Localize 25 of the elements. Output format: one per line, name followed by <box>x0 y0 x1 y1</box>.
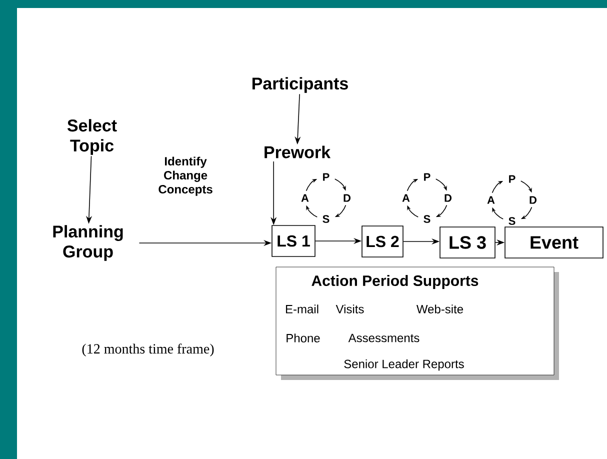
label: P <box>424 173 430 181</box>
label: S <box>322 215 330 223</box>
edge-label: Identify Change Concepts <box>158 156 212 196</box>
session-box: LS 1 <box>272 225 316 257</box>
stage-label: Planning Group <box>53 225 123 261</box>
label: S <box>424 215 430 223</box>
label: D <box>530 196 537 204</box>
label: P <box>509 175 516 183</box>
label: A <box>402 194 410 202</box>
label: A <box>487 196 495 204</box>
pdsa-cycle-drawing: P D S A <box>301 173 351 223</box>
stage-label: Prework <box>264 146 331 158</box>
session-box: LS 3 <box>440 226 496 258</box>
label: A <box>301 194 309 202</box>
session-box: Event <box>504 226 604 258</box>
label: P <box>323 173 330 181</box>
label: S <box>508 217 516 225</box>
label: D <box>344 194 351 202</box>
note-text: (12 months time frame) <box>82 344 214 356</box>
stage-label: Select Topic <box>67 119 117 155</box>
session-box: LS 2 <box>362 226 404 258</box>
pdsa-cycle-drawing: P D S A <box>487 175 537 225</box>
pdsa-cycle-drawing: P D S A <box>402 173 452 223</box>
stage-label: Participants <box>252 77 348 93</box>
label: D <box>444 194 452 202</box>
